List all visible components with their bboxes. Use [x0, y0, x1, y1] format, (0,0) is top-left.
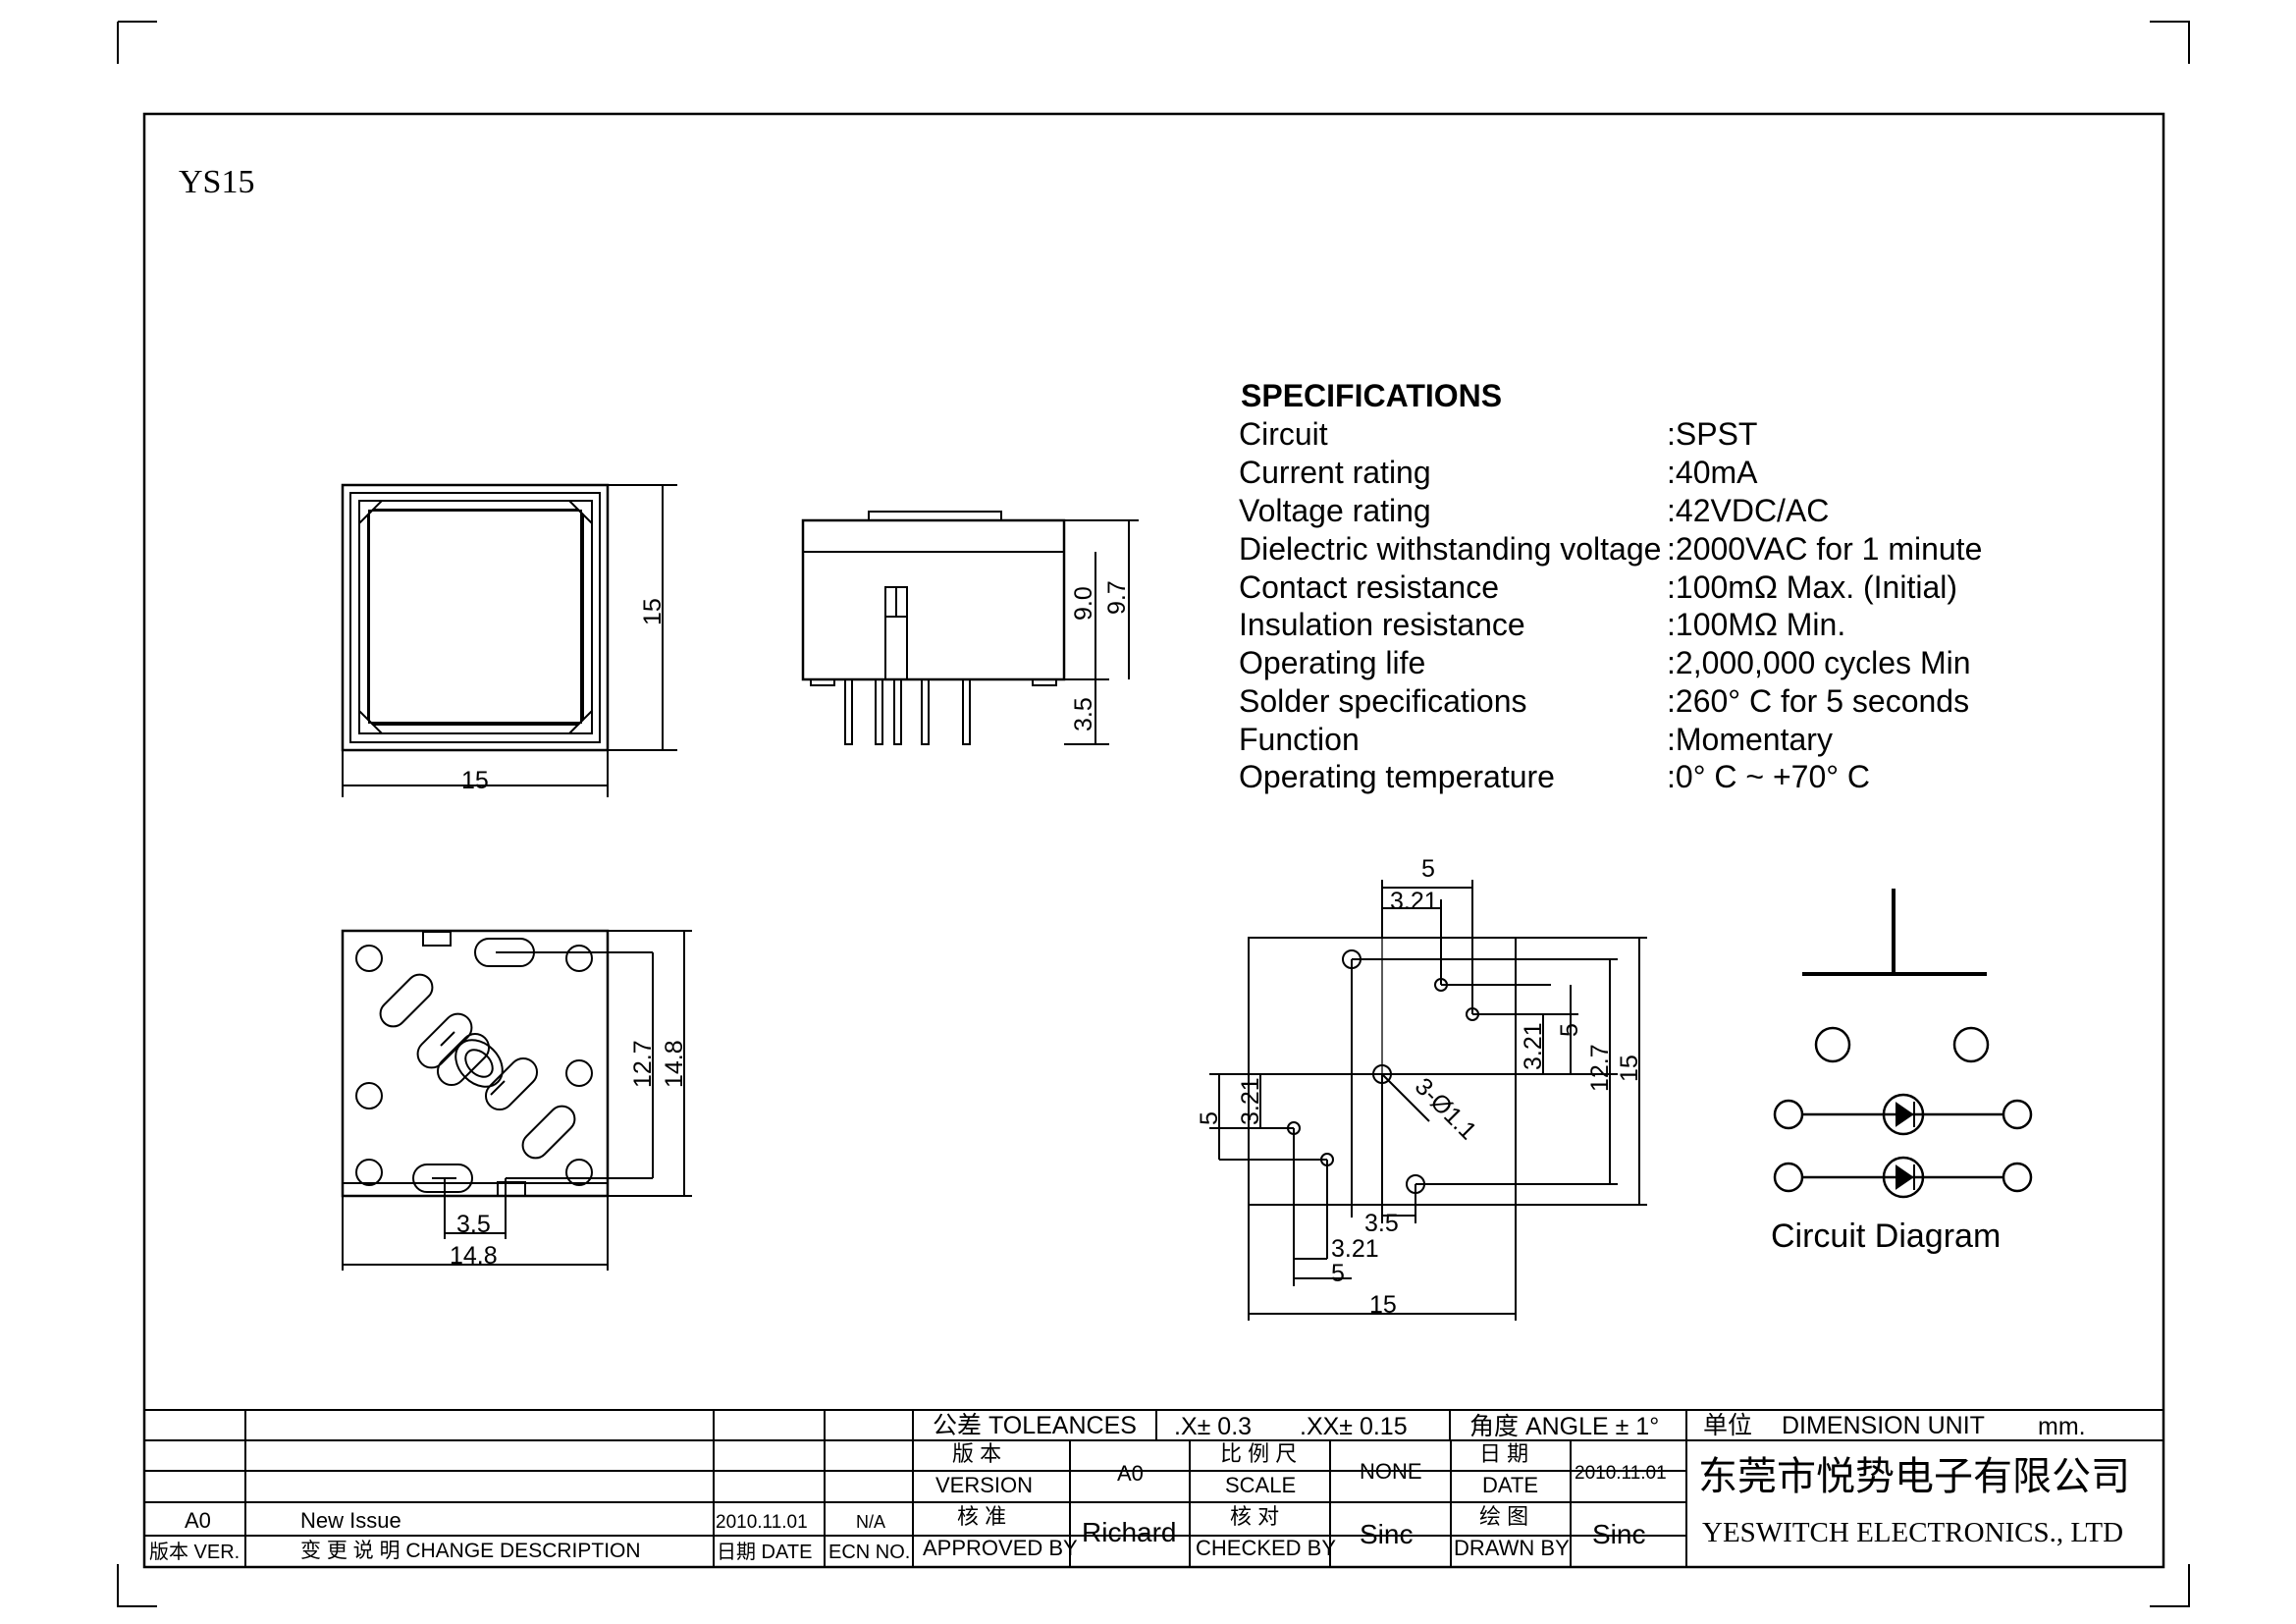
spec-value: :2000VAC for 1 minute: [1667, 531, 1982, 567]
pcb-top-5-dim: 5: [1421, 855, 1435, 883]
bottom-view: [341, 929, 692, 1271]
pcb-left-321-dim: 3.21: [1237, 1077, 1264, 1125]
drawn-en: DRAWN BY: [1454, 1536, 1570, 1560]
pcb-holes-label: 3-Ø1.1: [1410, 1072, 1482, 1145]
spec-value: :260° C for 5 seconds: [1667, 683, 1969, 719]
pcb-right-127-dim: 12.7: [1586, 1044, 1614, 1092]
header-description: 变 更 说 明 CHANGE DESCRIPTION: [300, 1540, 641, 1562]
header-date: 日期 DATE: [717, 1542, 812, 1563]
date-cn: 日 期: [1479, 1441, 1528, 1466]
bottom-view-pin-pitch-dim: 3.5: [456, 1211, 491, 1238]
pcb-bottom-15-dim: 15: [1369, 1291, 1397, 1319]
spec-value: :40mA: [1667, 455, 1758, 490]
circuit-diagram: [1773, 889, 2033, 1199]
tolerance-label: 公差 TOLEANCES: [933, 1412, 1137, 1439]
pcb-bottom-5-dim: 5: [1331, 1260, 1345, 1287]
top-view: [341, 483, 677, 797]
side-view-body-height-dim: 9.0: [1070, 586, 1097, 621]
spec-label: Voltage rating: [1239, 493, 1431, 528]
title-block: 公差 TOLEANCES .X± 0.3 .XX± 0.15 角度 ANGLE …: [149, 1412, 2130, 1563]
bottom-view-width-dim: 14.8: [450, 1242, 498, 1270]
company-name-cn: 东莞市悦势电子有限公司: [1698, 1454, 2130, 1498]
header-version: 版本 VER.: [149, 1541, 240, 1563]
checked-value: Sinc: [1360, 1519, 1413, 1549]
company-name-en: YESWITCH ELECTRONICS., LTD: [1702, 1517, 2123, 1548]
trim-marks: [117, 21, 2190, 1607]
angle-tolerance: 角度 ANGLE ± 1°: [1469, 1413, 1659, 1440]
unit-cn: 单位: [1703, 1412, 1752, 1439]
drawn-cn: 绘 图: [1479, 1504, 1528, 1529]
approved-cn: 核 准: [957, 1504, 1006, 1529]
top-view-width-dim: 15: [461, 767, 489, 794]
pcb-bottom-35-dim: 3.5: [1364, 1210, 1399, 1237]
approved-value: Richard: [1082, 1517, 1176, 1547]
spec-label: Operating temperature: [1239, 759, 1555, 794]
side-view-total-height-dim: 9.7: [1103, 580, 1131, 615]
spec-value: :2,000,000 cycles Min: [1667, 645, 1971, 680]
side-view: [801, 511, 1139, 745]
spec-label: Operating life: [1239, 645, 1425, 680]
header-ecn: ECN NO.: [828, 1542, 910, 1563]
spec-label: Circuit: [1239, 416, 1328, 452]
unit-label: DIMENSION UNIT: [1782, 1412, 1985, 1439]
unit-value: mm.: [2038, 1413, 2086, 1440]
pcb-right-5-dim: 5: [1556, 1023, 1583, 1037]
specifications-block: SPECIFICATIONS Circuit :SPST Current rat…: [1239, 378, 1982, 794]
pcb-right-15-dim: 15: [1616, 1055, 1643, 1082]
scale-en: SCALE: [1225, 1473, 1296, 1497]
spec-value: :42VDC/AC: [1667, 493, 1829, 528]
title-block-grid: [144, 1409, 2163, 1567]
side-view-pin-length-dim: 3.5: [1070, 697, 1097, 731]
date-value: 2010.11.01: [1575, 1463, 1667, 1484]
version-value: A0: [1117, 1461, 1144, 1486]
specifications-heading: SPECIFICATIONS: [1241, 378, 1502, 413]
led-symbol-icon: [1896, 1102, 1915, 1190]
scale-value: NONE: [1360, 1459, 1422, 1484]
pcb-left-5-dim: 5: [1196, 1111, 1223, 1125]
version-cn: 版 本: [952, 1441, 1001, 1466]
spec-label: Current rating: [1239, 455, 1431, 490]
spec-label: Dielectric withstanding voltage: [1239, 531, 1661, 567]
version-en: VERSION: [935, 1473, 1033, 1497]
drawing-frame: [142, 112, 2165, 1569]
revision-version: A0: [185, 1508, 211, 1533]
checked-en: CHECKED BY: [1196, 1536, 1336, 1560]
pcb-layout: [1209, 880, 1647, 1321]
scale-cn: 比 例 尺: [1220, 1441, 1297, 1466]
spec-value: :SPST: [1667, 416, 1757, 452]
tolerance-xx: .XX± 0.15: [1300, 1413, 1408, 1440]
revision-description: New Issue: [300, 1508, 401, 1533]
bottom-view-hole-pitch-dim: 12.7: [629, 1040, 657, 1088]
spec-value: :Momentary: [1667, 722, 1833, 757]
circuit-diagram-label: Circuit Diagram: [1771, 1218, 2001, 1255]
tolerance-x: .X± 0.3: [1174, 1413, 1252, 1440]
spec-label: Solder specifications: [1239, 683, 1526, 719]
top-view-height-dim: 15: [639, 598, 667, 625]
spec-label: Contact resistance: [1239, 569, 1499, 605]
bottom-view-height-dim: 14.8: [661, 1040, 688, 1088]
pcb-top-321-dim: 3.21: [1390, 888, 1438, 915]
revision-date: 2010.11.01: [716, 1512, 808, 1533]
spec-value: :100MΩ Min.: [1667, 607, 1845, 642]
spec-value: :100mΩ Max. (Initial): [1667, 569, 1957, 605]
spec-label: Insulation resistance: [1239, 607, 1525, 642]
model-number: YS15: [179, 164, 254, 200]
pcb-bottom-321-dim: 3.21: [1331, 1235, 1379, 1263]
checked-cn: 核 对: [1230, 1504, 1279, 1529]
drawn-value: Sinc: [1592, 1519, 1645, 1549]
spec-label: Function: [1239, 722, 1360, 757]
approved-en: APPROVED BY: [923, 1536, 1078, 1560]
revision-ecn: N/A: [856, 1512, 885, 1532]
date-en: DATE: [1482, 1473, 1538, 1497]
spec-value: :0° C ~ +70° C: [1667, 759, 1870, 794]
pcb-right-321-dim: 3.21: [1520, 1022, 1547, 1070]
